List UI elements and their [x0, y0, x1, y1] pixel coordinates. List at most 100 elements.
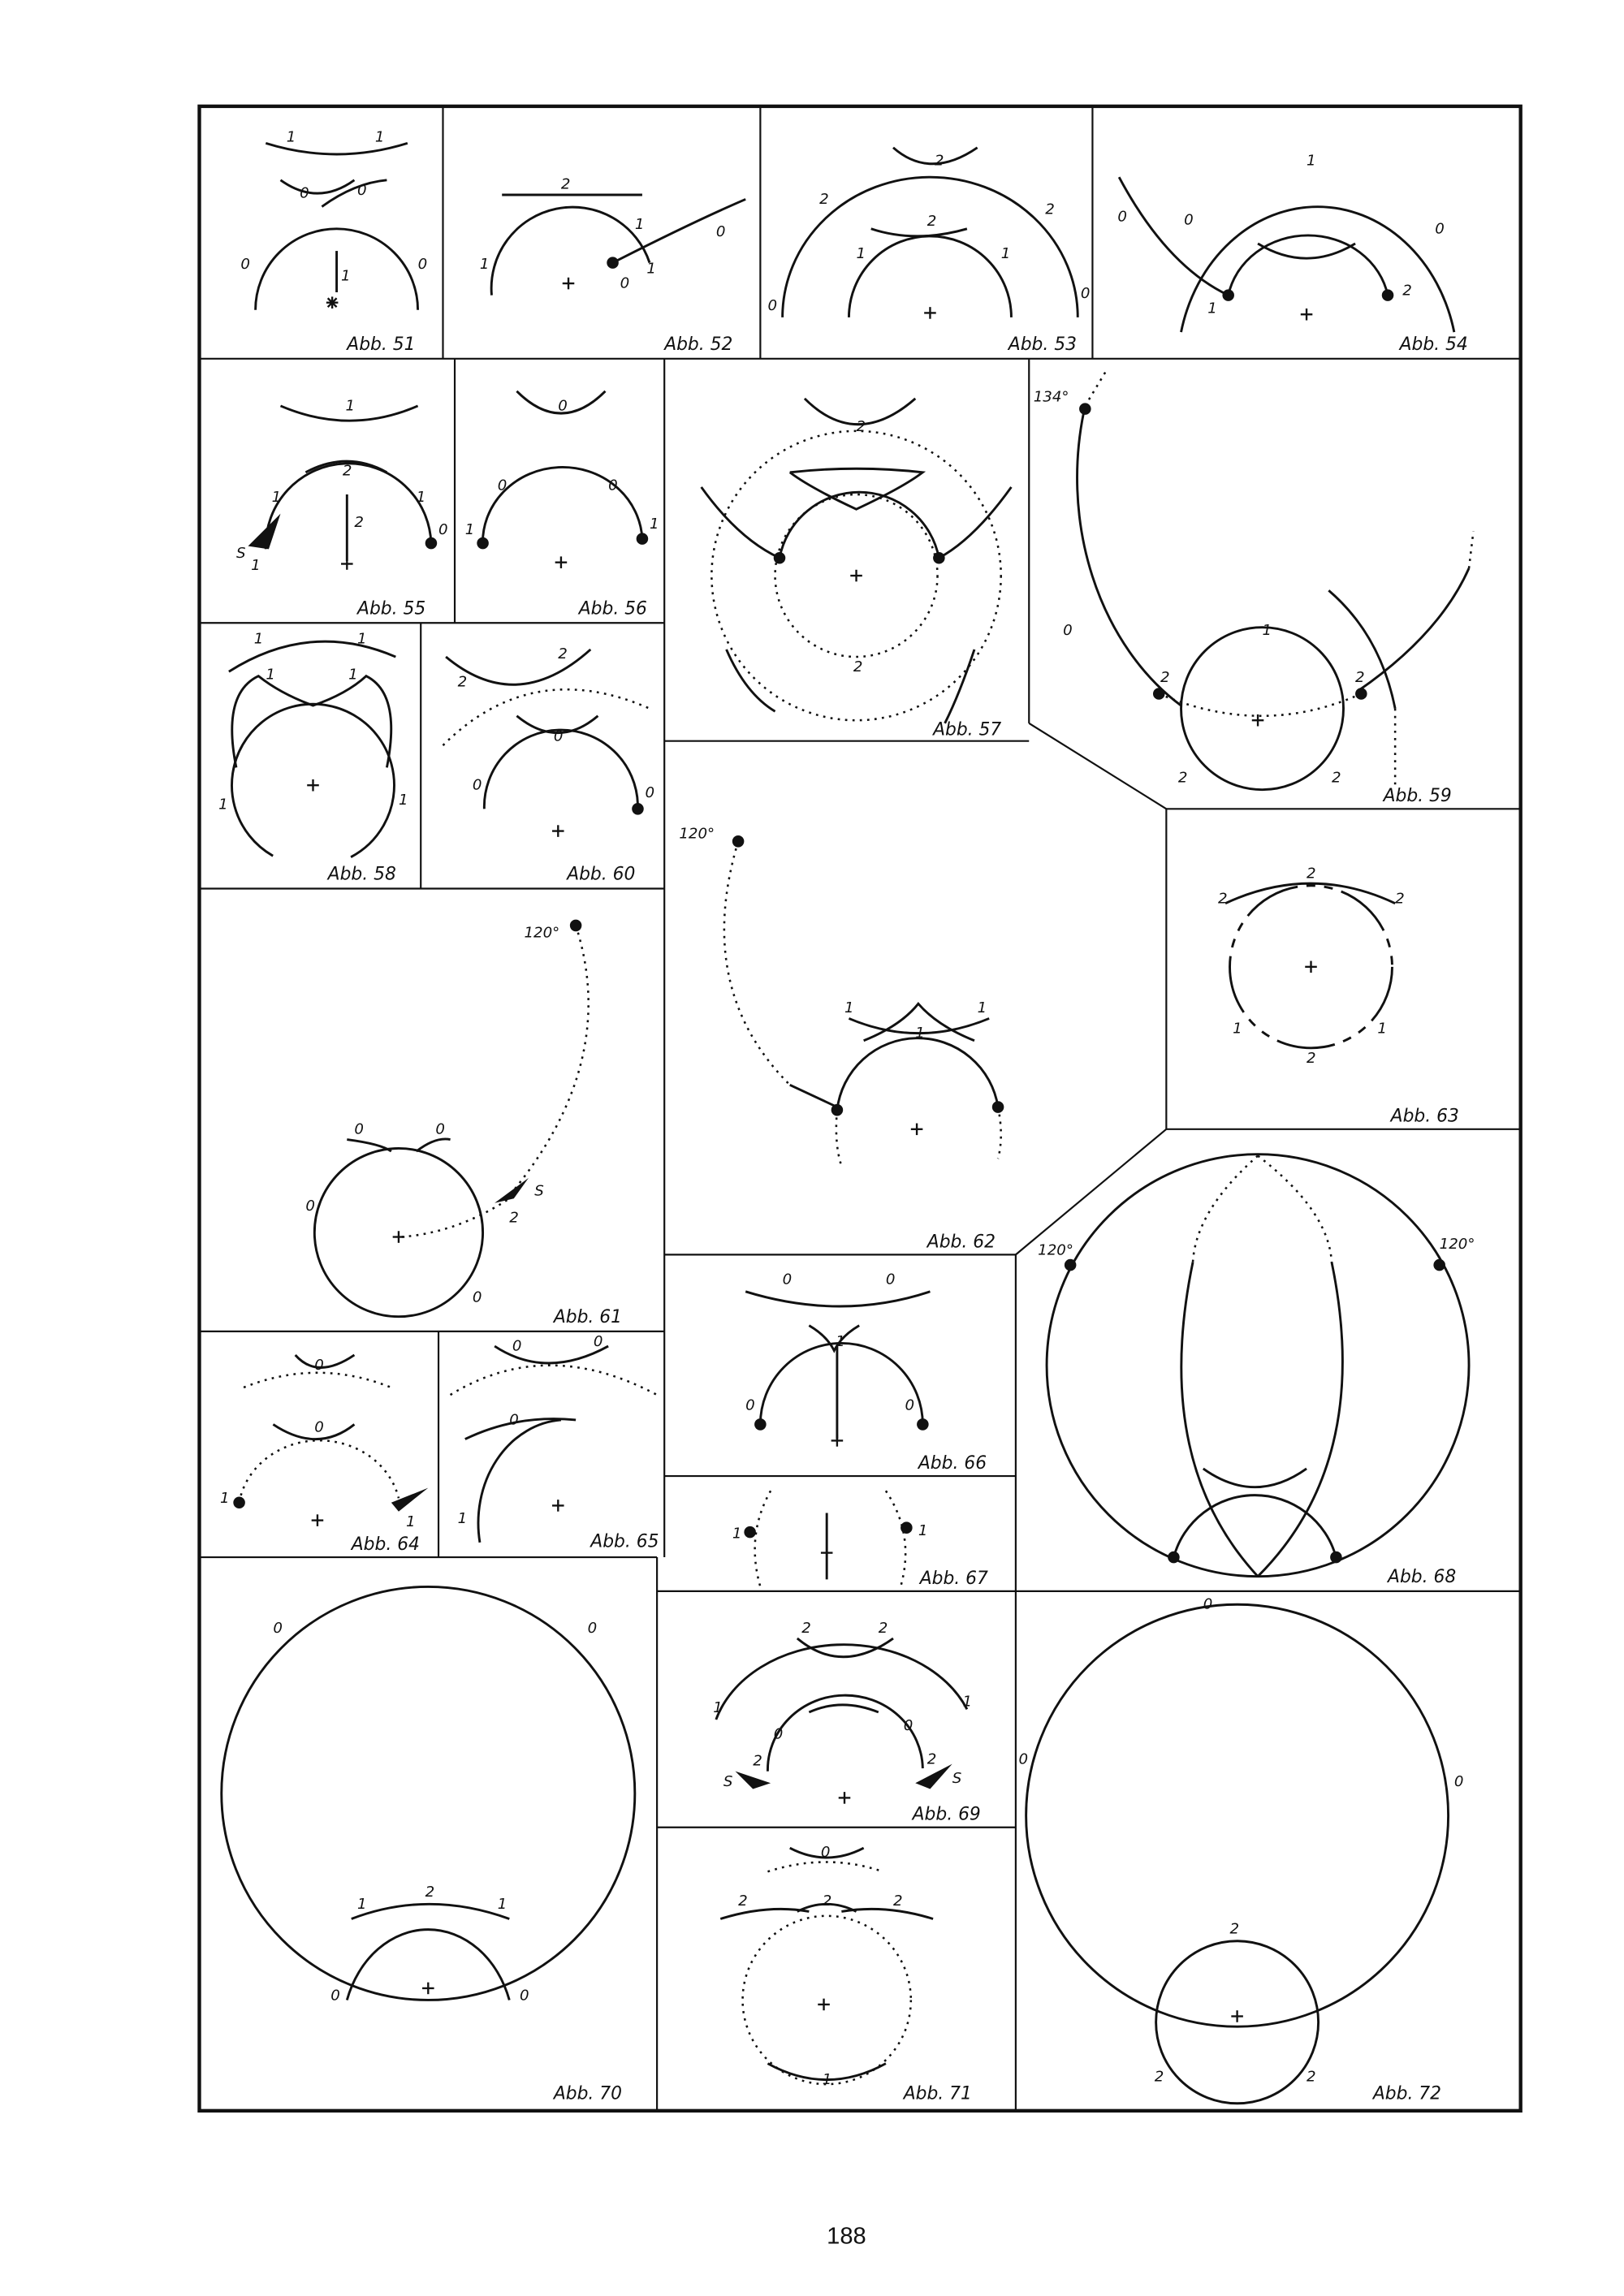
label: 0 [1063, 622, 1073, 639]
figure-abb-54: 1 0 0 0 1 2 Abb. 54 [1117, 153, 1467, 355]
angle-label: 120° [524, 924, 559, 941]
label: 2 [753, 1752, 762, 1769]
label: 0 [716, 223, 726, 240]
figure-abb-61: 120° 0 0 0 S 2 0 Abb. 61 [305, 919, 622, 1327]
label: 2 [558, 645, 568, 662]
figure-abb-68: 120° 120° Abb. 68 [1038, 1153, 1475, 1587]
figure-abb-59: 134° 0 1 2 2 2 2 Abb. 59 [1034, 368, 1475, 806]
label: 1 [646, 260, 656, 277]
caption: Abb. 59 [1382, 786, 1452, 806]
label: 1 [978, 999, 987, 1016]
label: 2 [1230, 1921, 1240, 1938]
angle-label: 134° [1034, 389, 1069, 406]
label: 2 [1307, 865, 1316, 883]
caption: Abb. 60 [565, 865, 635, 885]
label: 1 [732, 1525, 742, 1542]
angle-label: 120° [1038, 1241, 1073, 1258]
caption: Abb. 51 [345, 334, 415, 355]
label: 1 [823, 2071, 832, 2088]
label: 2 [801, 1620, 811, 1637]
caption: Abb. 65 [589, 1531, 659, 1552]
figure-abb-72: 0 0 0 2 2 2 Abb. 72 [1019, 1596, 1464, 2105]
figure-abb-52: 2 1 0 1 0 1 Abb. 52 [480, 176, 746, 355]
caption: Abb. 62 [926, 1232, 996, 1252]
label: 1 [836, 1333, 845, 1350]
label: 2 [425, 1884, 435, 1901]
figure-abb-51: 1 1 0 0 0 0 1 Abb. 51 [240, 129, 427, 355]
panel-dividers [199, 106, 1521, 2111]
figure-abb-66: 0 0 1 0 0 Abb. 66 [745, 1271, 987, 1474]
label: 2 [857, 418, 866, 435]
label: 2 [927, 1751, 937, 1768]
label: 0 [588, 1620, 598, 1637]
label: 0 [354, 1120, 364, 1137]
page-number: 188 [827, 2223, 866, 2249]
figure-abb-53: 2 2 2 2 1 1 0 0 Abb. 53 [767, 146, 1091, 355]
label: 0 [886, 1271, 896, 1288]
caption: Abb. 64 [350, 1534, 420, 1555]
figure-abb-65: 0 0 0 1 Abb. 65 [449, 1333, 659, 1552]
label: 0 [554, 728, 564, 745]
label: 0 [774, 1726, 784, 1743]
label: 0 [273, 1620, 283, 1637]
caption: Abb. 61 [552, 1307, 622, 1327]
label: 1 [1001, 245, 1011, 262]
label: 0 [357, 182, 367, 199]
label: 0 [330, 1987, 340, 2004]
caption: Abb. 63 [1389, 1107, 1459, 1127]
label: 2 [1218, 891, 1228, 908]
label: 0 [1081, 285, 1091, 302]
label: 2 [823, 1892, 832, 1910]
center-star-icon [326, 296, 339, 309]
label: 1 [287, 129, 296, 146]
label: 2 [893, 1892, 903, 1910]
label: 1 [1377, 1021, 1387, 1038]
label: 0 [1117, 209, 1127, 226]
figure-abb-62: 120° 1 1 1 Abb. 62 [679, 826, 1004, 1252]
label: 1 [266, 666, 275, 683]
angle-label: 120° [1440, 1236, 1475, 1253]
label: 1 [713, 1699, 723, 1716]
label: 2 [1395, 891, 1405, 908]
label: S [723, 1773, 733, 1790]
label: 2 [853, 658, 863, 675]
figure-abb-70: 0 0 1 2 1 0 0 Abb. 70 [220, 1585, 637, 2104]
label: S [534, 1183, 544, 1200]
label: 2 [1402, 283, 1412, 300]
figure-abb-71: 0 2 2 2 1 Abb. 71 [719, 1844, 972, 2104]
label: 0 [620, 275, 630, 292]
label: 2 [1332, 770, 1341, 787]
label: 0 [783, 1271, 793, 1288]
label: 0 [1454, 1773, 1464, 1790]
label: 1 [399, 792, 408, 809]
label: 0 [509, 1411, 519, 1428]
label: 1 [1307, 153, 1316, 170]
label: 1 [498, 1896, 508, 1913]
label: 0 [646, 784, 655, 801]
label: 0 [767, 297, 777, 314]
figure-abb-60: 2 2 0 0 0 Abb. 60 [442, 645, 655, 885]
label: 1 [1207, 300, 1217, 317]
label: 1 [857, 245, 866, 262]
caption: Abb. 66 [917, 1453, 987, 1474]
caption: Abb. 71 [902, 2083, 972, 2104]
label: 1 [918, 1522, 928, 1539]
caption: Abb. 53 [1007, 334, 1077, 355]
label: 2 [1155, 2068, 1164, 2085]
caption: Abb. 72 [1371, 2083, 1441, 2104]
figure-abb-55: 1 2 1 1 2 S 1 0 Abb. 55 [236, 397, 448, 619]
label: 0 [1203, 1596, 1213, 1613]
label: 0 [305, 1198, 315, 1215]
label: 0 [904, 1717, 914, 1734]
figure-abb-57: 2 2 Abb. 57 [700, 397, 1013, 740]
label: 0 [418, 256, 428, 273]
label: 2 [1355, 669, 1365, 686]
label: 0 [905, 1396, 915, 1413]
label: 2 [879, 1620, 888, 1637]
label: 0 [498, 477, 508, 494]
label: 1 [341, 267, 351, 284]
caption: Abb. 56 [577, 598, 647, 619]
label: 0 [473, 1289, 482, 1306]
label: 1 [1233, 1021, 1242, 1038]
angle-label: 120° [679, 826, 715, 843]
